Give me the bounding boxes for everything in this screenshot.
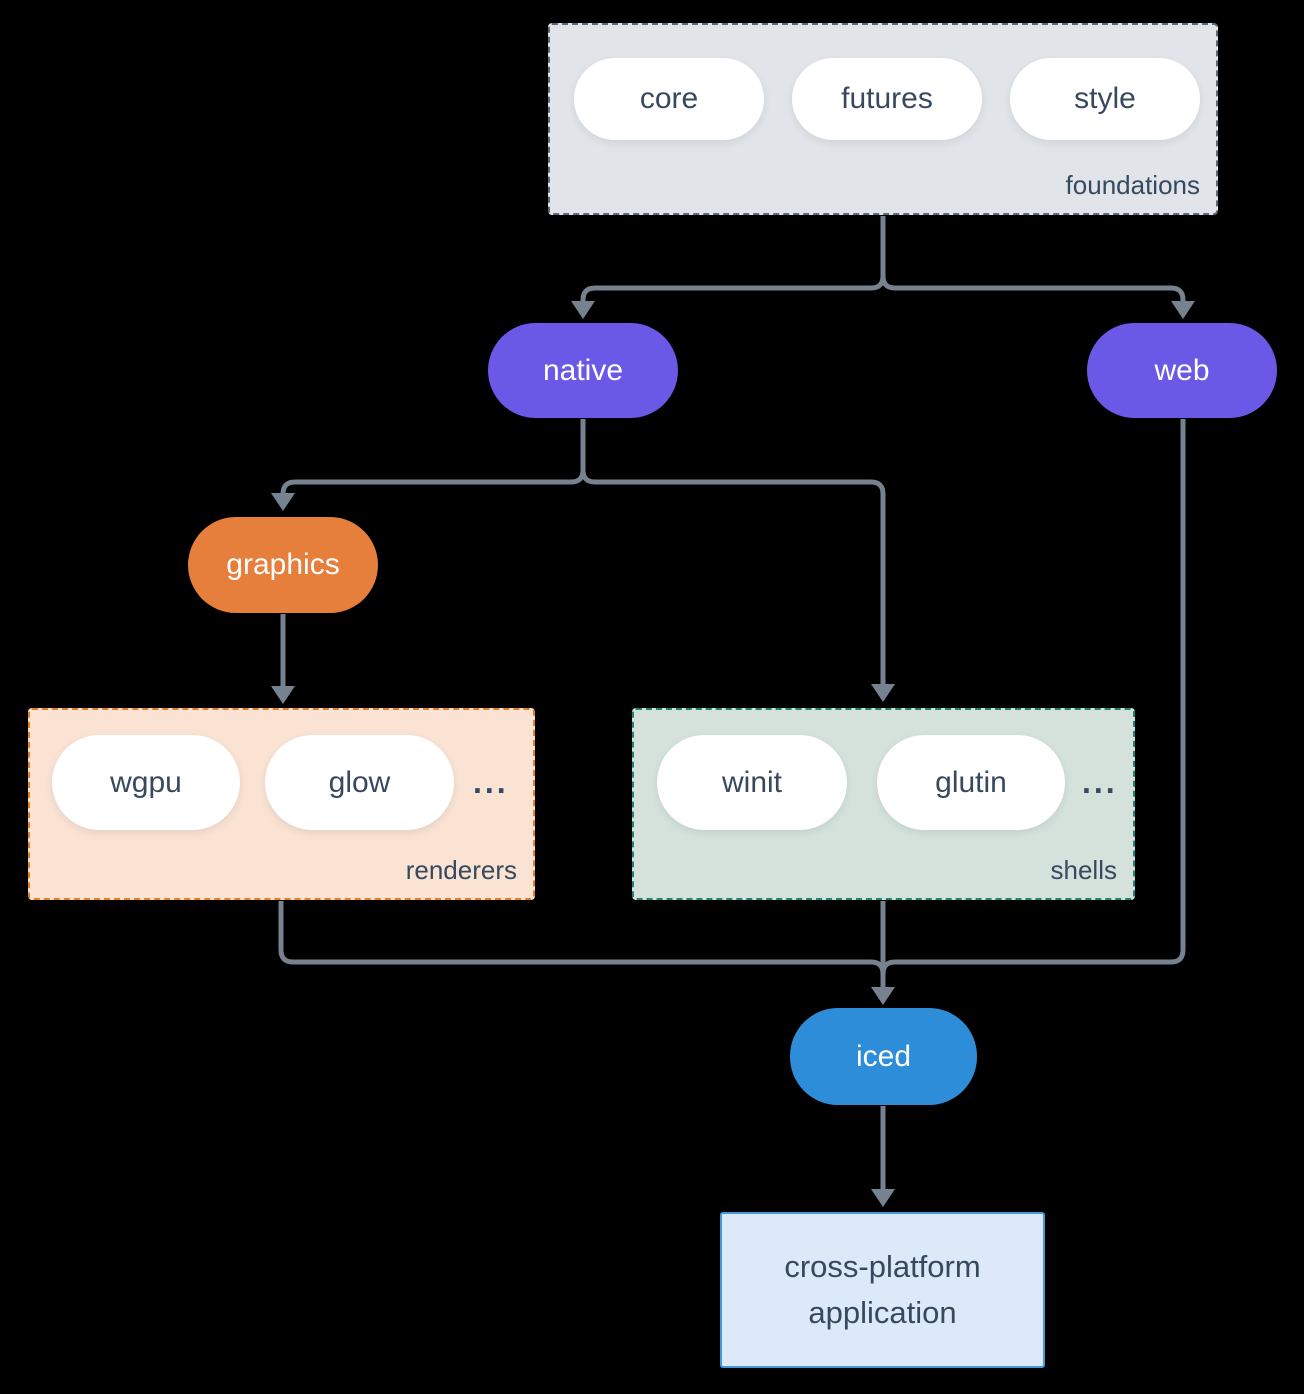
edge-native-shells — [580, 419, 886, 686]
node-native: native — [488, 323, 678, 418]
arrowhead-renderers — [271, 686, 295, 704]
arrowhead-native — [571, 301, 595, 319]
node-glutin: glutin — [877, 735, 1065, 830]
node-wgpu: wgpu — [52, 735, 240, 830]
node-iced: iced — [790, 1008, 977, 1105]
node-cross-platform-application: cross-platform application — [720, 1212, 1045, 1368]
node-web: web — [1087, 323, 1277, 418]
group-foundations: core futures style foundations — [548, 23, 1218, 215]
node-graphics: graphics — [188, 517, 378, 613]
arrowhead-iced — [871, 987, 895, 1005]
app-label-line1: cross-platform — [784, 1249, 981, 1285]
group-renderers: wgpu glow ... renderers — [28, 708, 535, 900]
edge-web-iced — [880, 419, 1186, 988]
edge-foundations-web — [880, 216, 1186, 303]
node-futures: futures — [792, 58, 982, 140]
group-renderers-label: renderers — [405, 855, 517, 885]
arrowhead-web — [1171, 301, 1195, 319]
node-winit: winit — [657, 735, 847, 830]
app-label-line2: application — [808, 1295, 957, 1330]
renderers-ellipsis: ... — [473, 764, 509, 800]
edge-renderers-iced — [278, 901, 886, 988]
group-foundations-label: foundations — [1065, 170, 1200, 200]
node-style: style — [1010, 58, 1200, 140]
edge-foundations-native — [580, 216, 886, 303]
group-shells: winit glutin ... shells — [632, 708, 1135, 900]
node-core: core — [574, 58, 764, 140]
arrowhead-app — [871, 1189, 895, 1207]
group-shells-label: shells — [1050, 855, 1117, 885]
arrowhead-graphics — [271, 493, 295, 511]
node-glow: glow — [265, 735, 454, 830]
shells-ellipsis: ... — [1082, 764, 1118, 800]
arrowhead-shells — [871, 684, 895, 702]
edge-native-graphics — [280, 419, 586, 496]
